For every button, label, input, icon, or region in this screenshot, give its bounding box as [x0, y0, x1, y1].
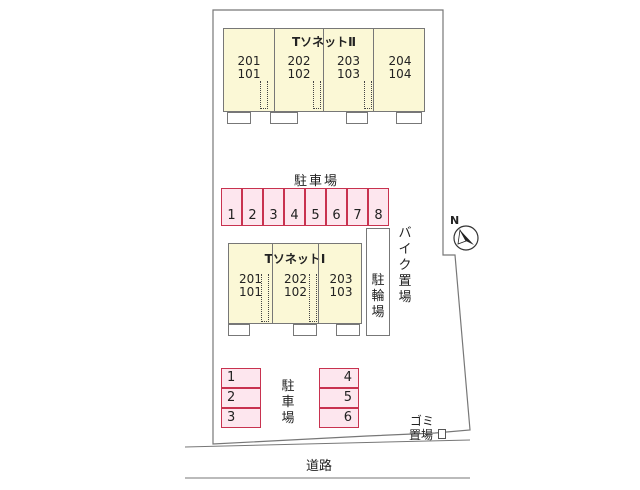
entrance-step	[270, 112, 298, 124]
unit-column: 201 101	[229, 244, 273, 323]
unit-lower: 101	[239, 285, 262, 299]
entrance-step	[293, 324, 317, 336]
parking-stall: 6	[319, 408, 359, 428]
parking-stall: 5	[319, 388, 359, 408]
stall-number: 4	[343, 370, 352, 385]
unit-column: 202 102	[273, 244, 319, 323]
stall-number: 1	[227, 370, 236, 385]
garbage-label-line2: 置場	[409, 428, 434, 442]
entrance-step	[346, 112, 368, 124]
unit-column: 201 101	[224, 29, 275, 111]
road-edge-north	[184, 439, 471, 448]
garbage-box	[438, 429, 446, 439]
stall-number: 6	[343, 410, 352, 425]
stair-outline	[313, 81, 321, 109]
parking-top-label: 駐車場	[294, 174, 340, 189]
stall-number: 2	[248, 208, 257, 223]
unit-upper: 203	[329, 272, 353, 286]
unit-upper: 203	[337, 54, 360, 68]
unit-lower: 103	[329, 285, 353, 299]
unit-column: 204 104	[374, 29, 426, 111]
bike-parking-char: 場	[398, 290, 412, 305]
stair-outline	[261, 274, 269, 322]
unit-column: 202 102	[275, 29, 324, 111]
unit-upper: 201	[237, 54, 261, 68]
parking-stall: 5	[305, 188, 326, 226]
building-north: TソネットⅡ 201 101 202 102 203 103 204 104	[223, 28, 425, 112]
stall-number: 5	[311, 208, 320, 223]
unit-lower: 102	[284, 285, 307, 299]
parking-stall: 1	[221, 368, 261, 388]
parking-bottom-right: 4 5 6	[319, 368, 359, 428]
parking-bottom-char: 駐	[281, 379, 295, 394]
building-north-title: TソネットⅡ	[291, 35, 357, 49]
stall-number: 4	[290, 208, 299, 223]
stair-outline	[260, 81, 268, 109]
parking-top-row: 1 2 3 4 5 6 7 8	[221, 188, 389, 226]
entrance-step	[396, 112, 422, 124]
stall-number: 7	[353, 208, 362, 223]
parking-stall: 2	[242, 188, 263, 226]
stall-number: 8	[374, 208, 383, 223]
parking-stall: 2	[221, 388, 261, 408]
bicycle-parking-char: 場	[371, 305, 385, 320]
stair-outline	[364, 81, 372, 109]
parking-stall: 3	[221, 408, 261, 428]
unit-upper: 201	[239, 272, 262, 286]
stall-number: 1	[227, 208, 236, 223]
unit-lower: 103	[337, 67, 360, 81]
stall-number: 6	[332, 208, 341, 223]
stall-number: 5	[343, 390, 352, 405]
stall-number: 3	[227, 410, 236, 425]
parking-bottom-char: 場	[281, 411, 295, 426]
parking-stall: 1	[221, 188, 242, 226]
stall-number: 3	[269, 208, 278, 223]
bicycle-parking-char: 輪	[371, 289, 385, 304]
garbage-label-line1: ゴミ	[410, 414, 435, 428]
parking-stall: 7	[347, 188, 368, 226]
building-south: TソネットⅠ 201 101 202 102 203 103	[228, 243, 362, 324]
road-label: 道路	[306, 459, 333, 474]
building-south-title: TソネットⅠ	[264, 252, 326, 266]
bicycle-parking: 駐 輪 場	[366, 228, 390, 336]
parking-stall: 4	[319, 368, 359, 388]
unit-column: 203 103	[319, 244, 363, 323]
bike-parking-char: ク	[398, 258, 412, 273]
unit-lower: 101	[237, 67, 261, 81]
stair-outline	[309, 274, 317, 322]
parking-bottom-left: 1 2 3	[221, 368, 261, 428]
parking-stall: 4	[284, 188, 305, 226]
unit-upper: 204	[388, 54, 412, 68]
parking-stall: 8	[368, 188, 389, 226]
parking-stall: 6	[326, 188, 347, 226]
bike-parking-char: バ	[398, 226, 412, 241]
stall-number: 2	[227, 390, 236, 405]
unit-column: 203 103	[324, 29, 374, 111]
parking-stall: 3	[263, 188, 284, 226]
entrance-step	[227, 112, 251, 124]
unit-upper: 202	[284, 272, 307, 286]
entrance-step	[228, 324, 250, 336]
bike-parking-char: 置	[398, 274, 412, 289]
unit-upper: 202	[287, 54, 311, 68]
bike-parking-char: イ	[398, 242, 412, 257]
compass-letter: N	[450, 214, 460, 227]
unit-lower: 104	[388, 67, 412, 81]
compass-north-icon	[453, 225, 479, 251]
unit-lower: 102	[287, 67, 311, 81]
parking-bottom-char: 車	[281, 395, 295, 410]
entrance-step	[336, 324, 360, 336]
bicycle-parking-char: 駐	[371, 273, 385, 288]
